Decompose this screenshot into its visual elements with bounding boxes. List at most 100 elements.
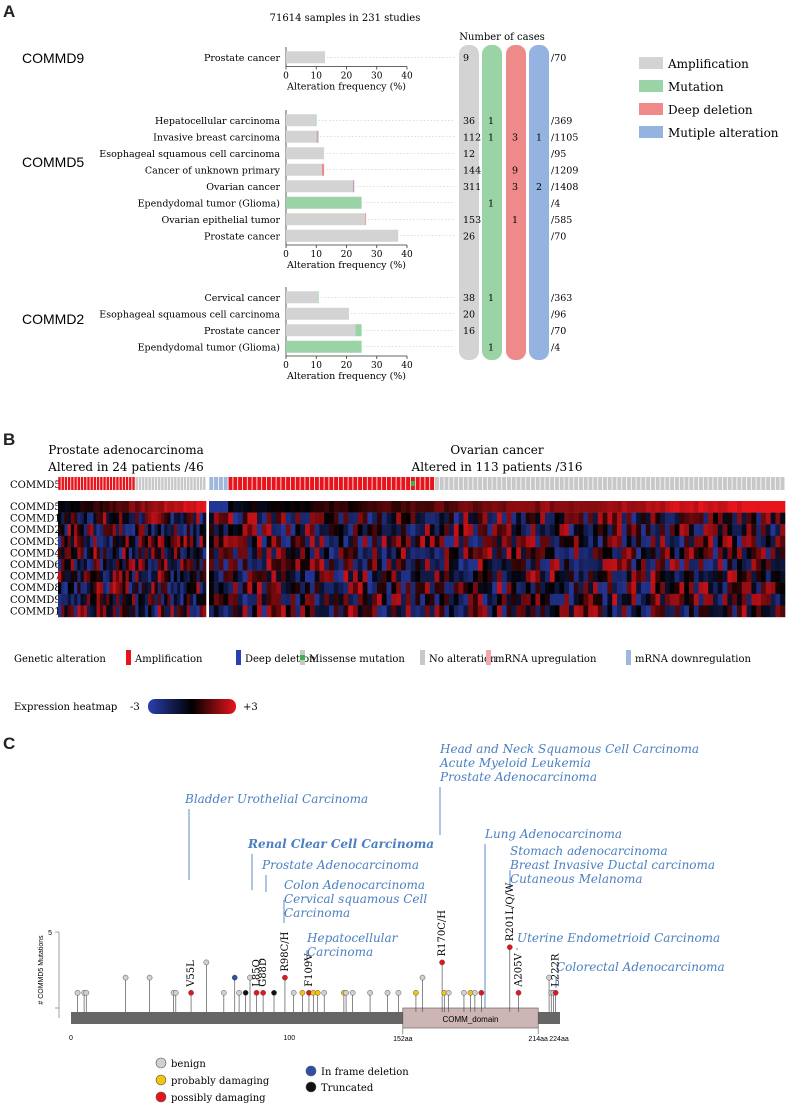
ovarian-cohort-subtitle: Altered in 113 patients /316 xyxy=(411,460,583,474)
heatmap-cell xyxy=(727,559,733,571)
heatmap-cell xyxy=(765,524,771,536)
heatmap-cell xyxy=(209,524,215,536)
heatmap-cell xyxy=(362,582,368,594)
heatmap-cell xyxy=(357,605,363,618)
heatmap-cell xyxy=(386,570,392,583)
heatmap-cell xyxy=(180,605,184,618)
heatmap-cell xyxy=(109,535,113,548)
heatmap-cell xyxy=(377,582,383,594)
heatmap-cell xyxy=(660,582,666,594)
heatmap-cell xyxy=(237,559,243,571)
oncoprint-cell xyxy=(141,477,145,490)
heatmap-cell xyxy=(477,570,483,583)
heatmap-cell xyxy=(196,570,200,583)
heatmap-cell xyxy=(780,547,786,560)
heatmap-cell xyxy=(573,582,579,594)
heatmap-cell xyxy=(617,570,623,583)
heatmap-cell xyxy=(281,582,287,594)
heatmap-cell xyxy=(109,605,113,618)
heatmap-cell xyxy=(396,582,402,594)
heatmap-cell xyxy=(381,512,387,525)
heatmap-cell xyxy=(160,570,165,583)
lollipop-head xyxy=(546,974,552,981)
heatmap-cell xyxy=(83,535,88,548)
heatmap-cell xyxy=(183,535,187,548)
heatmap-cell xyxy=(281,501,287,513)
heatmap-cell xyxy=(569,605,575,618)
heatmap-cell xyxy=(602,524,608,536)
heatmap-cell xyxy=(362,559,368,571)
heatmap-cell xyxy=(617,524,623,536)
heatmap-cell xyxy=(746,524,752,536)
heatmap-cell xyxy=(545,593,551,606)
heatmap-cell xyxy=(209,593,215,606)
heatmap-cell xyxy=(713,605,719,618)
heatmap-cell xyxy=(228,605,234,618)
heatmap-cell xyxy=(141,559,146,571)
heatmap-cell xyxy=(372,524,378,536)
heatmap-cell xyxy=(516,501,522,513)
legend-dot xyxy=(155,1091,167,1103)
heatmap-cell xyxy=(444,559,450,571)
heatmap-cell xyxy=(196,559,200,571)
heatmap-cell xyxy=(626,547,632,560)
heatmap-cell xyxy=(148,547,152,560)
heatmap-cell xyxy=(112,535,117,548)
cancer-annotation: Uterine Endometrioid Carcinoma xyxy=(517,931,720,945)
domain-end-label: 214aa xyxy=(528,1036,548,1043)
heatmap-cell xyxy=(607,512,613,525)
heatmap-cell xyxy=(218,501,224,513)
oncoprint-cell xyxy=(612,477,617,490)
heatmap-cell xyxy=(540,535,546,548)
heatmap-cell xyxy=(453,582,459,594)
oncoprint-cell xyxy=(559,477,564,490)
heatmap-cell xyxy=(487,605,493,618)
heatmap-cell xyxy=(573,535,579,548)
heatmap-cell xyxy=(434,547,440,560)
heatmap-cell xyxy=(655,512,661,525)
case-count-mut: 1 xyxy=(488,116,494,127)
heatmap-cell xyxy=(717,570,723,583)
heatmap-cell xyxy=(588,524,594,536)
heatmap-cell xyxy=(468,593,474,606)
heatmap-cell xyxy=(660,524,666,536)
heatmap-cell xyxy=(410,524,416,536)
heatmap-cell xyxy=(631,535,637,548)
heatmap-cell xyxy=(183,559,187,571)
heatmap-cell xyxy=(775,593,781,606)
heatmap-cell xyxy=(196,547,200,560)
heatmap-cell xyxy=(343,593,349,606)
heatmap-cell xyxy=(506,582,512,594)
heatmap-cell xyxy=(554,593,560,606)
heatmap-cell xyxy=(717,582,723,594)
heatmap-cell xyxy=(650,593,656,606)
heatmap-cell xyxy=(386,605,392,618)
heatmap-cell xyxy=(727,512,733,525)
heatmap-cell xyxy=(348,535,354,548)
heatmap-cell xyxy=(521,605,527,618)
heatmap-cell xyxy=(180,570,184,583)
heatmap-cell xyxy=(160,605,165,618)
heatmap-cell xyxy=(583,547,589,560)
heatmap-cell xyxy=(252,535,258,548)
heatmap-cell xyxy=(612,547,618,560)
heatmap-cell xyxy=(708,605,714,618)
heatmap-cell xyxy=(96,524,101,536)
heatmap-row-label: COMMD1 xyxy=(10,514,61,525)
heatmap-cell xyxy=(626,559,632,571)
heatmap-cell xyxy=(167,547,171,560)
heatmap-cell xyxy=(93,570,97,583)
heatmap-cell xyxy=(115,512,120,525)
lollipop-head xyxy=(220,989,227,996)
lollipop-head xyxy=(236,989,242,996)
heatmap-cell xyxy=(213,501,219,513)
heatmap-cell xyxy=(329,605,335,618)
heatmap-cell xyxy=(401,535,407,548)
heatmap-cell xyxy=(775,535,781,548)
heatmap-cell xyxy=(463,582,469,594)
heatmap-cell xyxy=(357,524,363,536)
heatmap-cell xyxy=(497,512,503,525)
heatmap-cell xyxy=(148,593,152,606)
heatmap-cell xyxy=(103,524,107,536)
heatmap-cell xyxy=(96,559,101,571)
